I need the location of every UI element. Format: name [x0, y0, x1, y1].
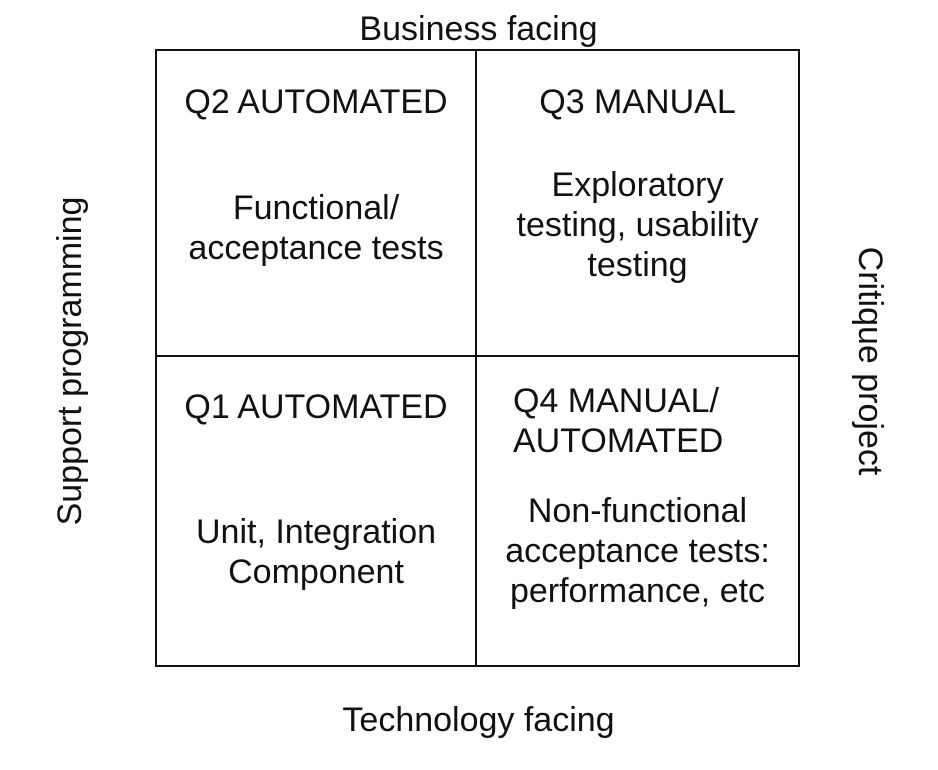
q4-title: Q4 MANUAL/ AUTOMATED	[513, 382, 724, 460]
q4-description: Non-functional acceptance tests: perform…	[505, 492, 770, 610]
q3-description: Exploratory testing, usability testing	[516, 166, 759, 284]
q3-title: Q3 MANUAL	[539, 83, 736, 121]
horizontal-divider	[157, 355, 798, 357]
axis-label-technology-facing: Technology facing	[342, 701, 615, 739]
vertical-divider	[475, 51, 477, 665]
axis-label-critique-project: Critique project	[851, 246, 889, 476]
q1-description: Unit, Integration Component	[195, 513, 437, 591]
axis-label-business-facing: Business facing	[359, 10, 598, 48]
q1-title: Q1 AUTOMATED	[184, 388, 448, 426]
quadrant-grid: Q2 AUTOMATED Functional/ acceptance test…	[155, 49, 800, 667]
q2-title: Q2 AUTOMATED	[184, 83, 448, 121]
axis-label-support-programming: Support programming	[51, 196, 89, 526]
q2-description: Functional/ acceptance tests	[188, 189, 444, 267]
